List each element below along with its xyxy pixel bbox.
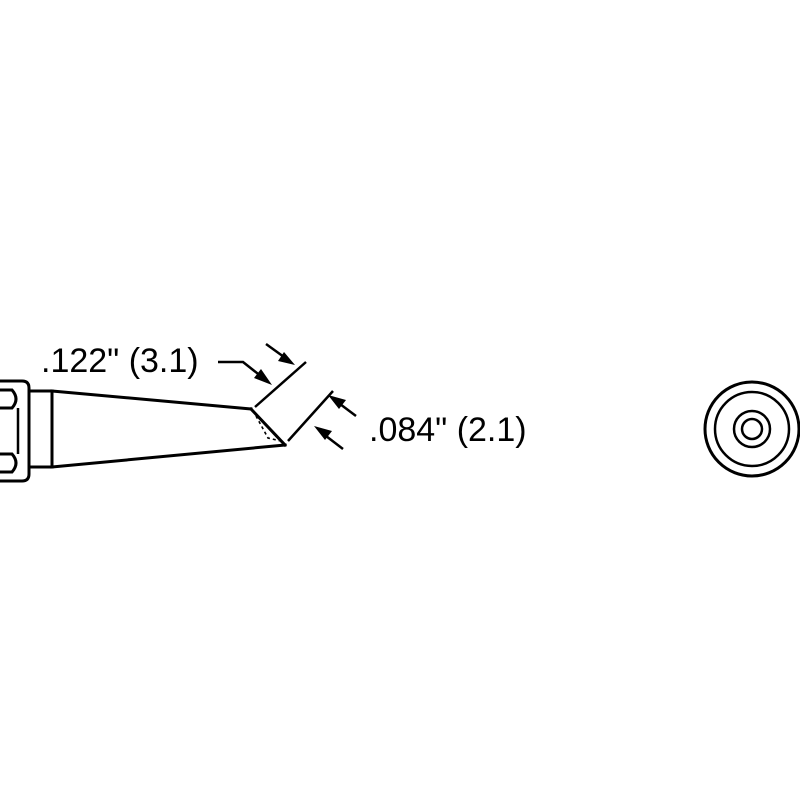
- extension-line-2: [287, 390, 334, 442]
- width-arrowhead-upper: [278, 352, 295, 365]
- dimension-tip-width: .122" (3.1): [41, 342, 334, 442]
- tip-end-view: [703, 380, 800, 478]
- thickness-arrow-lower-shaft: [325, 435, 344, 450]
- collar-groove-top: [0, 388, 18, 410]
- width-leader-line: [218, 360, 263, 378]
- width-arrow-upper-shaft: [265, 342, 285, 359]
- extension-line-1: [254, 361, 307, 408]
- thickness-arrowhead-lower: [314, 426, 332, 440]
- tip-shank: [27, 389, 54, 469]
- tip-collar: [0, 379, 31, 483]
- dimension-label-thickness: .084" (2.1): [369, 411, 527, 449]
- tip-side-view: [0, 379, 288, 483]
- end-view-bore: [740, 417, 764, 441]
- taper-upper-edge: [50, 389, 253, 411]
- chisel-face: [248, 406, 288, 448]
- end-view-inner-ring: [732, 409, 772, 449]
- dimension-label-width: .122" (3.1): [41, 342, 199, 380]
- width-arrowhead-lower: [254, 369, 272, 385]
- taper-lower-edge: [50, 443, 287, 469]
- end-view-outer-ring: [703, 380, 800, 478]
- thickness-arrowhead-upper: [328, 395, 346, 409]
- thickness-arrow-upper-shaft: [339, 403, 357, 417]
- dimension-tip-thickness: .084" (2.1): [314, 395, 527, 450]
- chisel-bevel-hidden: [255, 415, 282, 442]
- end-view-middle-ring: [713, 390, 791, 468]
- collar-groove-bottom: [0, 452, 18, 474]
